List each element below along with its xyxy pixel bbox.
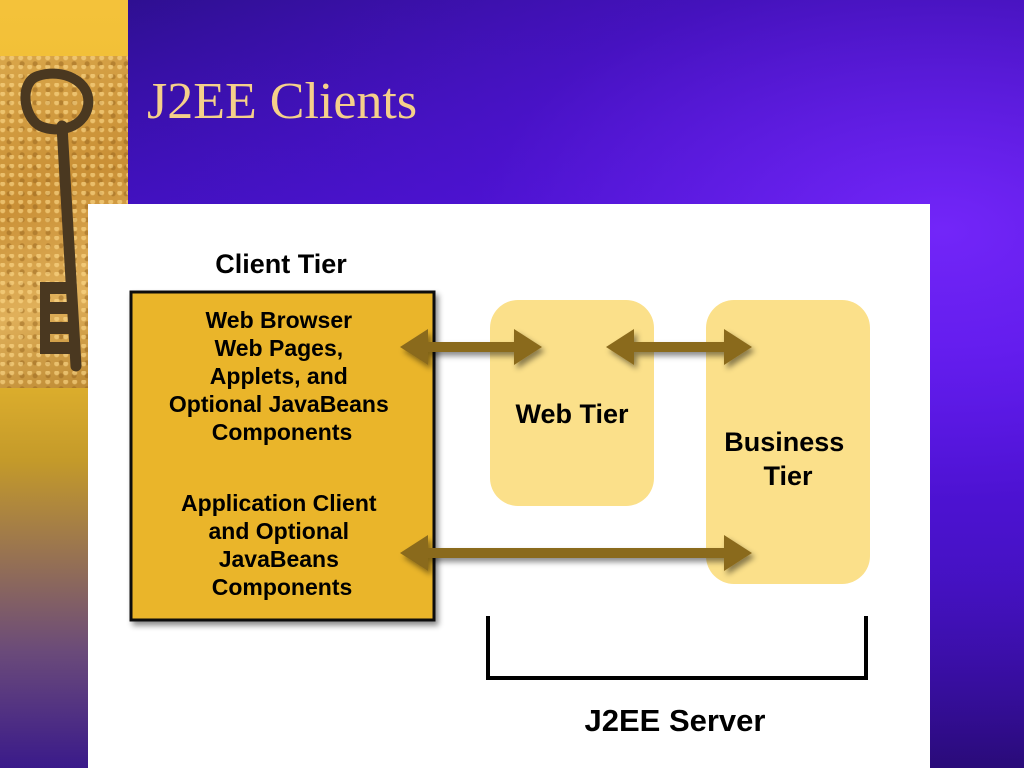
client-app-text: Application Client and Optional JavaBean… <box>181 490 383 600</box>
client-web-line: Components <box>212 419 353 445</box>
client-app-line: Components <box>212 574 353 600</box>
arrow-web-business <box>606 329 752 365</box>
client-app-line: and Optional <box>209 518 350 544</box>
arrow-client-business <box>400 535 752 571</box>
client-web-line: Web Browser <box>206 307 353 333</box>
diagram-panel: Client Tier Web Browser Web Pages, Apple… <box>88 204 930 768</box>
slide-title: J2EE Clients <box>147 73 418 130</box>
client-box <box>129 290 436 622</box>
client-app-line: Application Client <box>181 490 377 516</box>
client-web-line: Applets, and <box>210 363 348 389</box>
client-web-text: Web Browser Web Pages, Applets, and Opti… <box>169 307 395 445</box>
business-tier-line: Tier <box>763 461 813 491</box>
tier-diagram: Client Tier Web Browser Web Pages, Apple… <box>129 249 870 738</box>
client-tier-label: Client Tier <box>215 249 347 279</box>
business-tier-label: Business Tier <box>724 427 852 491</box>
business-tier-box <box>706 300 870 584</box>
business-tier-line: Business <box>724 427 844 457</box>
web-tier-label: Web Tier <box>515 399 629 429</box>
client-web-line: Web Pages, <box>214 335 343 361</box>
server-label: J2EE Server <box>585 703 766 738</box>
client-web-line: Optional JavaBeans <box>169 391 389 417</box>
key-icon <box>20 68 94 372</box>
arrow-client-web <box>400 329 542 365</box>
server-bracket <box>486 616 868 680</box>
client-app-line: JavaBeans <box>219 546 339 572</box>
